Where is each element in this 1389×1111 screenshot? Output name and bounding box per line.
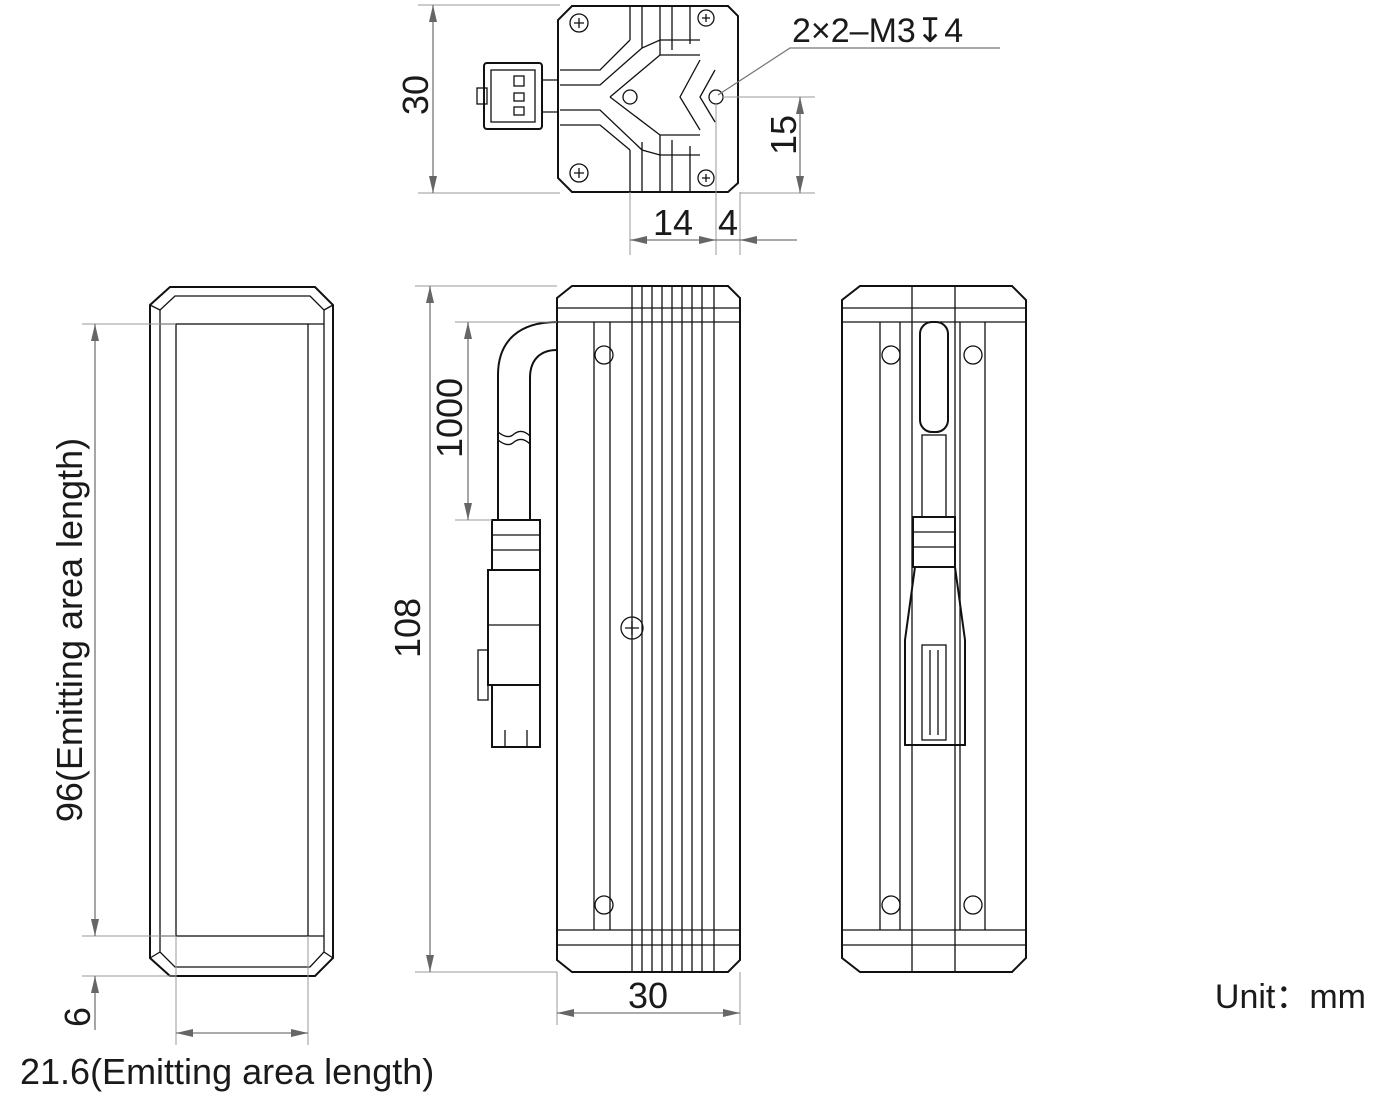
dim-4: 4: [718, 202, 738, 243]
dim-15: 15: [763, 115, 804, 155]
front-view: [82, 286, 334, 1045]
side-view: [415, 285, 741, 1025]
dim-30-top: 30: [395, 75, 436, 115]
top-view: [418, 4, 1000, 255]
screw-icon: [881, 345, 983, 915]
dim-6: 6: [57, 1007, 98, 1027]
emitting-area: [175, 323, 309, 937]
corner-screw-icon: [569, 9, 715, 187]
dim-96-emitting: 96(Emitting area length): [49, 438, 90, 822]
cable: [497, 321, 558, 520]
unit-label: Unit：mm: [1215, 978, 1366, 1016]
dim-30-bottom: 30: [628, 975, 668, 1016]
dim-14: 14: [653, 202, 693, 243]
mounting-hole: [622, 89, 638, 105]
rear-view: [841, 285, 1027, 973]
mounting-hole: [708, 89, 724, 105]
hole-callout: 2×2–M3↧4: [792, 12, 963, 50]
cable-connector: [476, 62, 558, 130]
screw-icon: [594, 345, 644, 915]
dim-21-6-emitting: 21.6(Emitting area length): [20, 1051, 434, 1092]
cable-plug: [477, 519, 541, 748]
dim-1000: 1000: [429, 378, 470, 458]
dim-108: 108: [387, 598, 428, 658]
